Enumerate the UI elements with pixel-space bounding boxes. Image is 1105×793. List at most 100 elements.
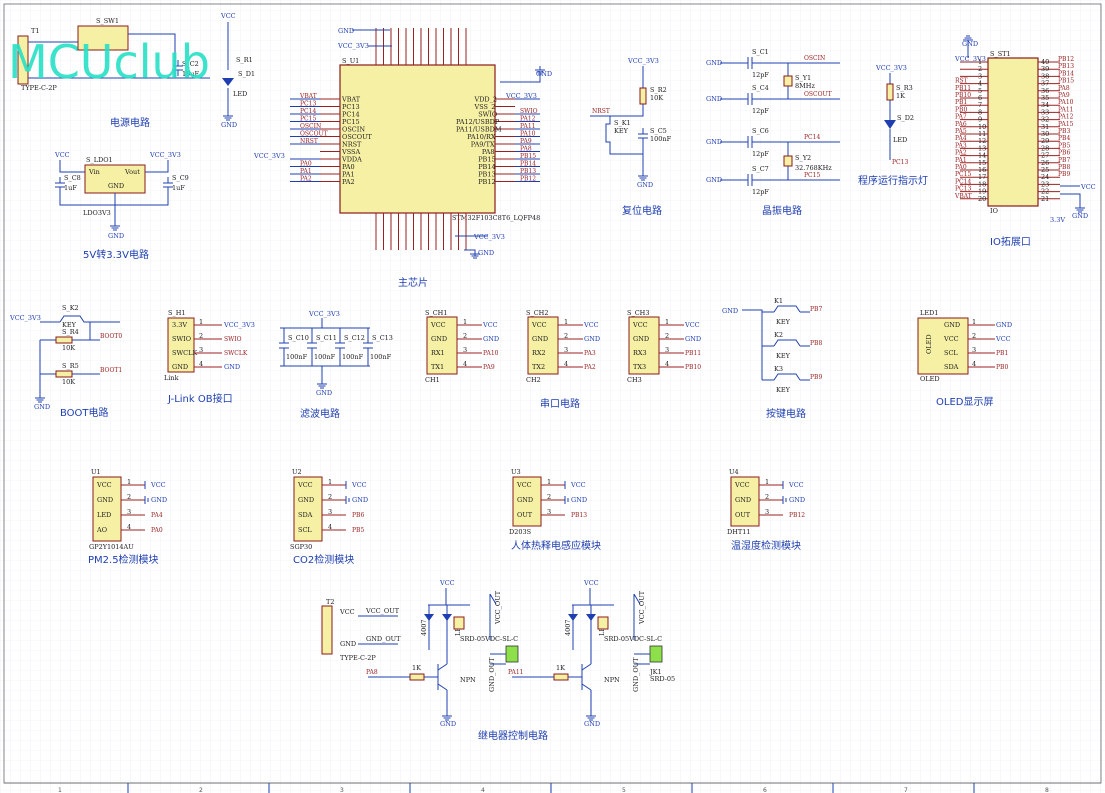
jlink-pin-number: 3 <box>199 346 203 354</box>
relay-net: PA11 <box>508 669 523 676</box>
power-switch-body <box>77 25 129 51</box>
relay-diode: 4007 <box>420 619 428 636</box>
io-pin-number: 1 <box>978 58 982 66</box>
mcu-left-net: PA1 <box>300 168 312 175</box>
caption-jlink: J-Link OB接口 <box>167 392 233 405</box>
oled-ref: LED1 <box>920 309 938 317</box>
io-right-net: PB15 <box>1058 78 1074 85</box>
module-net: VCC <box>570 481 586 489</box>
io-pin-number: 26 <box>1041 159 1049 167</box>
relay-jk: JK1 <box>649 668 662 676</box>
jlink-net: SWCLK <box>224 350 248 357</box>
module-pin-number: 3 <box>547 508 551 516</box>
module-pin-name: GND <box>735 496 751 504</box>
uart-pin-number: 2 <box>463 332 467 340</box>
module-pin-name: VCC <box>516 481 532 489</box>
usb-ref: T1 <box>31 27 39 35</box>
io-top-gnd: GND <box>962 40 978 48</box>
io-pin-number: 4 <box>978 80 982 88</box>
oled-net: PB1 <box>996 350 1008 357</box>
boot-gnd: GND <box>34 403 50 411</box>
mcu-pin-name: PB14 <box>478 163 495 171</box>
caption-pm25: PM2.5检测模块 <box>88 553 159 566</box>
led-diode-val: LED <box>893 136 907 144</box>
module-pin-number: 3 <box>765 508 769 516</box>
uart-net: PA2 <box>584 364 596 371</box>
ldo-vin-pin: Vin <box>88 168 100 176</box>
mcu-bottom-gnd: GND <box>478 249 494 257</box>
io-right-net: PB5 <box>1058 142 1070 149</box>
relay-vcc-out: VCC_OUT <box>638 590 646 625</box>
mcu-top-pins <box>375 28 467 65</box>
crystal-gnd: GND <box>706 138 722 146</box>
jlink-pin-number: 2 <box>199 332 203 340</box>
caption-filter: 滤波电路 <box>300 407 340 420</box>
module-pin-number: 3 <box>127 508 131 516</box>
io-header-body <box>987 57 1039 207</box>
usb-type: TYPE-C-2P <box>21 84 57 92</box>
uart-net: PB11 <box>685 350 701 357</box>
mcu-pin-name: PA10/RX <box>467 133 496 141</box>
module-pin-number: 3 <box>328 508 332 516</box>
caption-relay: 继电器控制电路 <box>478 729 548 742</box>
mcu-pin-name: PA12/USBDP <box>456 118 500 126</box>
module-pin-name: OUT <box>735 511 751 519</box>
oled-net: GND <box>996 321 1012 329</box>
uart-net: PB10 <box>685 364 701 371</box>
relay-conn-gnd-pin: GND <box>340 640 356 648</box>
uart-pin-number: 4 <box>463 360 467 368</box>
io-right-net: PB12 <box>1058 56 1074 63</box>
mcu-pin-name: PC15 <box>342 118 360 126</box>
column-label: 3 <box>340 787 344 793</box>
caption-dht: 温湿度检测模块 <box>731 539 801 552</box>
led-vcc: VCC_3V3 <box>875 64 907 72</box>
led-res-ref: S_R3 <box>896 84 913 92</box>
module-part: SGP30 <box>290 543 312 551</box>
filter-vcc: VCC_3V3 <box>308 310 340 318</box>
ldo-vout-pin: Vout <box>124 168 140 176</box>
mcu-part: STM32F103C8T6_LQFP48 <box>452 214 540 222</box>
boot-r4-val: 10K <box>62 344 75 352</box>
io-3v3: 3.3V <box>1050 216 1065 224</box>
relay-channel-2: VCC4007LEDSRD-05VDC-SL-CVCC_OUTGND_OUTJK… <box>508 579 675 728</box>
reset-key-ref: S_K1 <box>614 119 631 127</box>
caption-keys: 按键电路 <box>766 407 806 420</box>
reset-cap-val: 100nF <box>650 135 672 143</box>
io-pin-number: 17 <box>978 173 986 181</box>
column-label: 5 <box>622 787 626 793</box>
io-pin-number: 30 <box>1041 130 1049 138</box>
column-label: 2 <box>199 787 203 793</box>
caption-power: 电源电路 <box>110 116 150 129</box>
mcu-right-gnd: GND <box>536 70 552 78</box>
relay-channel-1: VCC4007LEDSRD-05VDC-SL-CVCC_OUTGND_OUTGN… <box>366 579 519 728</box>
io-right-net: PA15 <box>1058 121 1074 128</box>
module-net: GND <box>789 496 805 504</box>
module-net: PB6 <box>352 512 364 519</box>
io-right-net: PB8 <box>1058 164 1070 171</box>
mcu-ref: S_U1 <box>342 57 359 65</box>
uart-net: VCC <box>583 321 599 329</box>
relay-gnd-out: GND_OUT <box>632 657 640 692</box>
boot1-net: BOOT1 <box>100 367 122 374</box>
mcu-right-net: PA11 <box>520 123 535 130</box>
module-net: PA0 <box>151 527 163 534</box>
io-left-net: PC14 <box>955 178 971 185</box>
io-left-net: PA6 <box>955 121 967 128</box>
module-ref: U1 <box>91 468 101 476</box>
mcu-pin-name: PA2 <box>342 178 355 186</box>
io-expansion: S_ST1 IO GND 1VCC_3V3234RST5PB116PB107PB… <box>954 35 1096 248</box>
key-net: PB8 <box>810 340 822 347</box>
keys-gnd: GND <box>722 307 738 315</box>
io-pin-number: 40 <box>1041 58 1049 66</box>
crystal-gnd: GND <box>706 59 722 67</box>
uart-pin-number: 2 <box>665 332 669 340</box>
key-ref: K1 <box>774 297 783 305</box>
mcu-pin-name: OSCOUT <box>342 133 373 141</box>
ldo-body <box>84 164 146 194</box>
io-pin-number: 16 <box>978 166 986 174</box>
caption-crystal: 晶振电路 <box>762 204 802 217</box>
